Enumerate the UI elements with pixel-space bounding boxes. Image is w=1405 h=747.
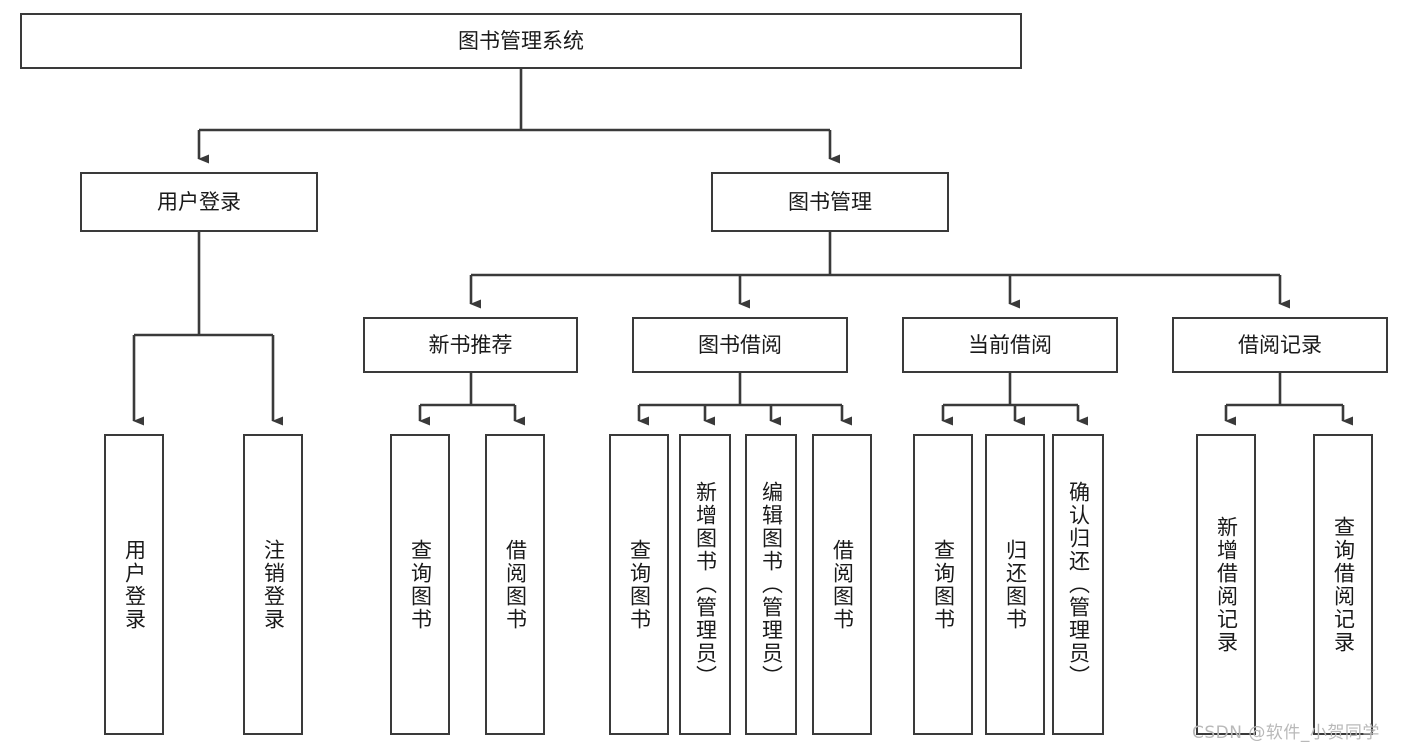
node-book-manage-label: 图书管理: [788, 189, 872, 214]
csdn-watermark: CSDN @软件_小贺同学: [1192, 723, 1380, 743]
leaf-add-borrow-record-label: 新增借阅记录: [1214, 515, 1239, 654]
leaf-user-login[interactable]: 用户登录: [104, 434, 164, 735]
node-borrow-record-label: 借阅记录: [1238, 332, 1322, 357]
leaf-add-book-admin-label: 新增图书（管理员）: [693, 481, 718, 688]
node-book-borrow-label: 图书借阅: [698, 332, 782, 357]
node-user-login[interactable]: 用户登录: [80, 172, 318, 232]
leaf-query-book-3[interactable]: 查询图书: [913, 434, 973, 735]
leaf-return-book[interactable]: 归还图书: [985, 434, 1045, 735]
node-book-manage[interactable]: 图书管理: [711, 172, 949, 232]
node-book-borrow[interactable]: 图书借阅: [632, 317, 848, 373]
leaf-add-borrow-record[interactable]: 新增借阅记录: [1196, 434, 1256, 735]
node-new-book-recommend-label: 新书推荐: [428, 332, 513, 357]
leaf-confirm-return-admin-label: 确认归还（管理员）: [1066, 481, 1091, 688]
leaf-query-borrow-record[interactable]: 查询借阅记录: [1313, 434, 1373, 735]
leaf-confirm-return-admin[interactable]: 确认归还（管理员）: [1052, 434, 1104, 735]
leaf-borrow-book-2-label: 借阅图书: [830, 538, 855, 631]
leaf-edit-book-admin-label: 编辑图书（管理员）: [759, 481, 784, 688]
node-new-book-recommend[interactable]: 新书推荐: [363, 317, 578, 373]
leaf-query-book-3-label: 查询图书: [931, 538, 956, 631]
leaf-borrow-book-1-label: 借阅图书: [503, 538, 528, 631]
node-current-borrow-label: 当前借阅: [968, 332, 1052, 357]
leaf-logout-login-label: 注销登录: [261, 538, 286, 631]
node-user-login-label: 用户登录: [157, 189, 241, 214]
leaf-query-borrow-record-label: 查询借阅记录: [1331, 515, 1356, 654]
leaf-add-book-admin[interactable]: 新增图书（管理员）: [679, 434, 731, 735]
leaf-borrow-book-2[interactable]: 借阅图书: [812, 434, 872, 735]
leaf-query-book-1[interactable]: 查询图书: [390, 434, 450, 735]
leaf-return-book-label: 归还图书: [1003, 538, 1028, 631]
node-borrow-record[interactable]: 借阅记录: [1172, 317, 1388, 373]
node-current-borrow[interactable]: 当前借阅: [902, 317, 1118, 373]
node-root[interactable]: 图书管理系统: [20, 13, 1022, 69]
leaf-query-book-2-label: 查询图书: [627, 538, 652, 631]
leaf-user-login-label: 用户登录: [122, 538, 147, 631]
node-root-label: 图书管理系统: [458, 28, 584, 53]
leaf-query-book-1-label: 查询图书: [408, 538, 433, 631]
leaf-query-book-2[interactable]: 查询图书: [609, 434, 669, 735]
leaf-logout-login[interactable]: 注销登录: [243, 434, 303, 735]
leaf-edit-book-admin[interactable]: 编辑图书（管理员）: [745, 434, 797, 735]
leaf-borrow-book-1[interactable]: 借阅图书: [485, 434, 545, 735]
